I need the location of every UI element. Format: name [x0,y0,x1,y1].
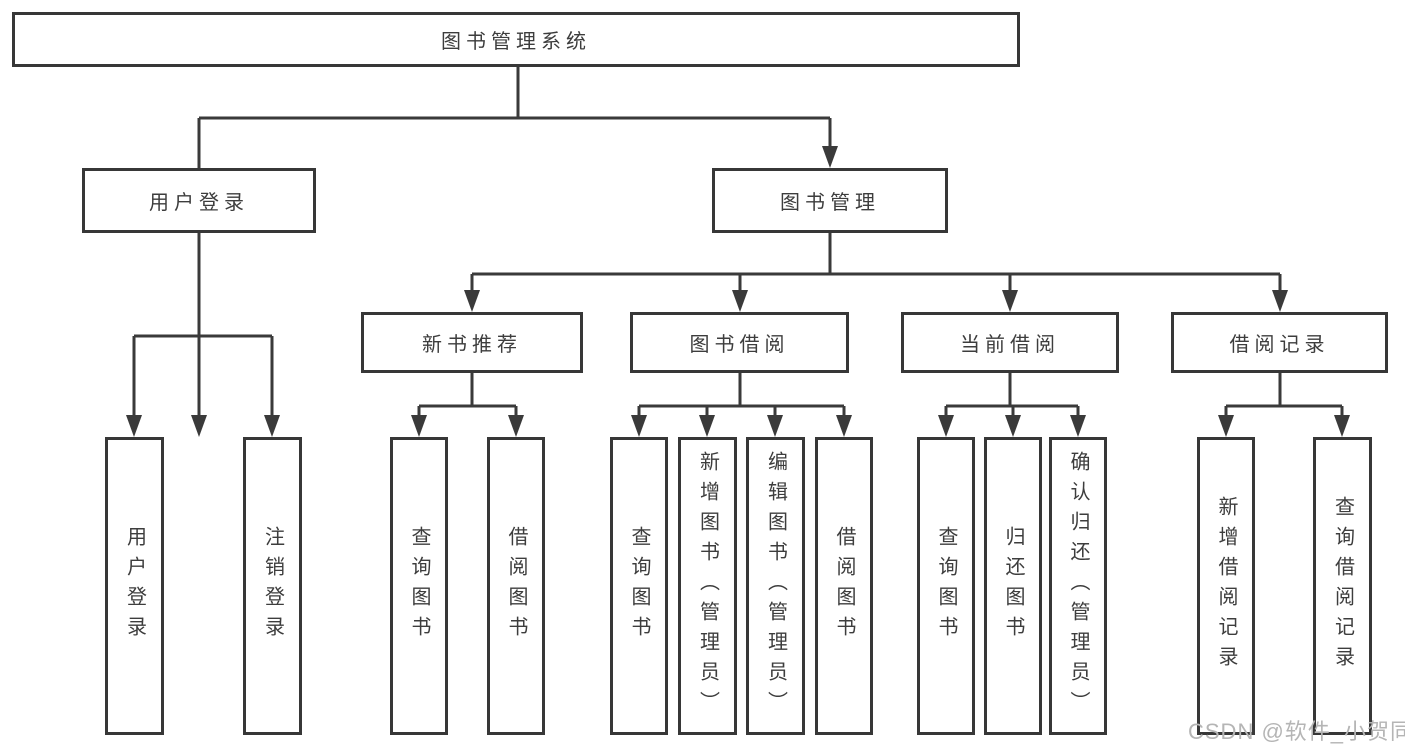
arrowhead-icon [464,290,480,312]
node-label: 新书推荐 [422,334,522,356]
leaf-add-borrow-record: 新增借阅记录 [1197,437,1255,735]
node-label: 借阅记录 [1229,334,1330,356]
arrowhead-icon [767,415,783,437]
leaf-borrow-books-2: 借阅图书 [815,437,873,735]
connector-bookmgmt-to-level3 [464,233,1288,312]
leaf-user-login: 用户登录 [105,437,164,735]
arrowhead-icon [1272,290,1288,312]
arrowhead-icon [822,146,838,168]
leaf-logout: 注销登录 [243,437,302,735]
watermark-text: CSDN @软件_小贺同学 [1188,719,1405,744]
arrowhead-icon [1334,415,1350,437]
leaf-confirm-return-admin: 确认归还（管理员） [1049,437,1107,735]
connector-records-to-leaves [1218,373,1350,437]
connector-currentborrow-to-leaves [938,373,1086,437]
leaf-return-book: 归还图书 [984,437,1042,735]
node-borrow-records: 借阅记录 [1171,312,1388,373]
node-label: 查询图书 [935,526,957,646]
node-label: 编辑图书（管理员） [764,451,787,721]
leaf-add-book-admin: 新增图书（管理员） [678,437,737,735]
node-label: 图书借阅 [689,334,790,356]
node-label: 查询图书 [408,526,430,646]
node-label: 确认归还（管理员） [1067,451,1089,721]
arrowhead-icon [732,290,748,312]
node-label: 查询图书 [628,526,650,646]
arrowhead-icon [631,415,647,437]
node-book-borrow: 图书借阅 [630,312,849,373]
connector-bookborrow-to-leaves [631,373,852,437]
node-label: 注销登录 [261,526,284,646]
connector-userlogin-to-leaves [126,233,280,437]
leaf-query-books-1: 查询图书 [390,437,448,735]
node-label: 新增图书（管理员） [696,451,719,721]
arrowhead-icon [699,415,715,437]
arrowhead-icon [1002,290,1018,312]
arrowhead-icon [126,415,142,437]
node-new-book-recommend: 新书推荐 [361,312,583,373]
node-user-login: 用户登录 [82,168,316,233]
leaf-borrow-books-1: 借阅图书 [487,437,545,735]
node-label: 图书管理 [780,192,880,214]
node-book-management: 图书管理 [712,168,948,233]
node-label: 新增借阅记录 [1215,496,1237,676]
node-label: 用户登录 [123,526,146,646]
leaf-edit-book-admin: 编辑图书（管理员） [746,437,805,735]
node-label: 借阅图书 [505,526,527,646]
node-label: 归还图书 [1002,526,1024,646]
node-label: 用户登录 [149,192,249,214]
leaf-query-borrow-record: 查询借阅记录 [1313,437,1372,735]
node-label: 查询借阅记录 [1331,496,1354,676]
arrowhead-icon [836,415,852,437]
arrowhead-icon [1218,415,1234,437]
leaf-query-books-3: 查询图书 [917,437,975,735]
connector-newbooks-to-leaves [411,373,524,437]
arrowhead-icon [411,415,427,437]
arrowhead-icon [938,415,954,437]
arrowhead-icon [508,415,524,437]
arrowhead-icon [1070,415,1086,437]
node-label: 借阅图书 [833,526,855,646]
node-label: 图书管理系统 [441,31,591,53]
arrowhead-icon [264,415,280,437]
arrowhead-icon [191,415,207,437]
leaf-query-books-2: 查询图书 [610,437,668,735]
node-label: 当前借阅 [960,334,1060,356]
arrowhead-icon [1005,415,1021,437]
node-current-borrow: 当前借阅 [901,312,1119,373]
node-system-root: 图书管理系统 [12,12,1020,67]
